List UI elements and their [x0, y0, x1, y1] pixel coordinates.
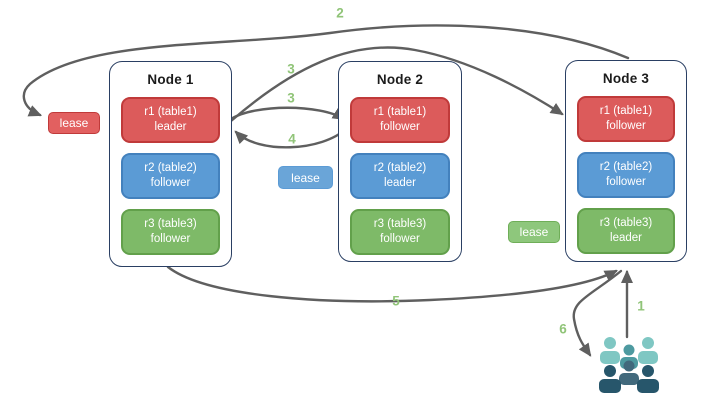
step-label-5: 5: [392, 293, 400, 309]
node-2-card: Node 2 r1 (table1) follower r2 (table2) …: [338, 61, 462, 262]
node-3-replica-r3: r3 (table3) leader: [577, 208, 675, 254]
node-1-card: Node 1 r1 (table1) leader r2 (table2) fo…: [109, 61, 232, 267]
node-1-replica-r3: r3 (table3) follower: [121, 209, 220, 255]
users-back-row: [600, 337, 658, 364]
step-label-3a: 3: [287, 61, 295, 77]
replica-label: r3 (table3): [144, 217, 197, 230]
replica-role: leader: [384, 177, 416, 189]
lease-badge-table3: lease: [508, 221, 560, 243]
users-center-back-person: [619, 360, 639, 385]
users-group-icon: [599, 337, 659, 393]
replica-label: r2 (table2): [599, 160, 653, 173]
users-front-row: [599, 365, 659, 393]
step-label-1: 1: [637, 298, 645, 314]
step-label-4: 4: [288, 131, 296, 147]
replica-label: r3 (table3): [599, 216, 653, 229]
replica-label: r2 (table2): [373, 161, 427, 174]
node-3-title: Node 3: [602, 71, 650, 86]
replica-label: r3 (table3): [373, 217, 427, 230]
arrow-step-3-leader-to-node2: [229, 106, 346, 121]
node-2-replica-r2: r2 (table2) leader: [350, 153, 450, 199]
replica-label: r1 (table1): [373, 105, 427, 118]
replica-role: follower: [380, 121, 420, 133]
node-3-replica-r1: r1 (table1) follower: [577, 96, 675, 142]
node-3-card: Node 3 r1 (table1) follower r2 (table2) …: [565, 60, 687, 262]
node-1-replica-r1: r1 (table1) leader: [121, 97, 220, 143]
node-2-title: Node 2: [376, 72, 424, 87]
replica-role: follower: [606, 120, 646, 132]
node-1-title: Node 1: [147, 72, 194, 87]
node-1-replica-r2: r2 (table2) follower: [121, 153, 220, 199]
replica-role: leader: [154, 121, 187, 133]
step-label-6: 6: [559, 321, 567, 337]
lease-badge-table1: lease: [48, 112, 100, 134]
step-label-2: 2: [336, 5, 344, 21]
replica-role: follower: [380, 233, 420, 245]
node-2-replica-r3: r3 (table3) follower: [350, 209, 450, 255]
replica-label: r2 (table2): [144, 161, 197, 174]
replica-role: follower: [150, 177, 191, 189]
node-3-replica-r2: r2 (table2) follower: [577, 152, 675, 198]
replica-role: follower: [606, 176, 646, 188]
node-2-replica-r1: r1 (table1) follower: [350, 97, 450, 143]
replica-role: leader: [610, 232, 642, 244]
replica-label: r1 (table1): [599, 104, 653, 117]
replica-role: follower: [150, 233, 191, 245]
replica-label: r1 (table1): [144, 105, 197, 118]
step-label-3b: 3: [287, 90, 295, 106]
lease-badge-table2: lease: [278, 166, 333, 189]
